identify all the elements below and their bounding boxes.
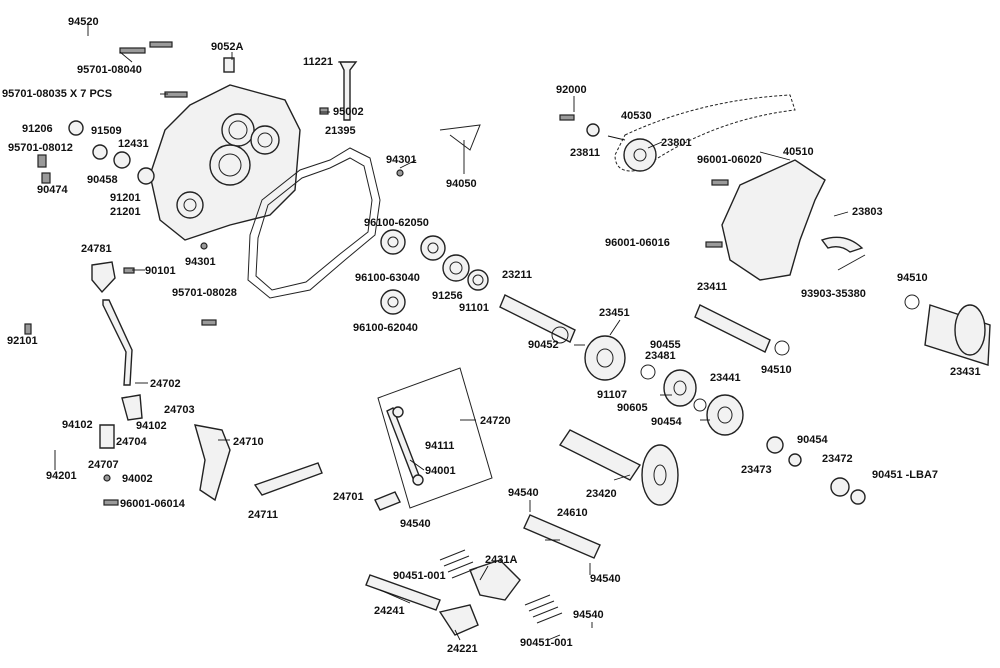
part-label: 23431	[950, 366, 981, 378]
shift-forks	[374, 491, 563, 636]
drive-chain	[614, 94, 796, 172]
part-label: 24781	[81, 243, 112, 255]
part-label: 90101	[145, 265, 176, 277]
part-label: 24711	[248, 509, 278, 521]
part-label: 91201	[110, 192, 141, 204]
part-label: 2431A	[485, 554, 518, 566]
part-label: 94102	[136, 420, 167, 432]
part-label: 91206	[22, 123, 53, 135]
part-label: 94002	[122, 473, 153, 485]
part-label: 40530	[621, 110, 652, 122]
part-label: 23420	[586, 488, 617, 500]
part-label: 96100-62040	[353, 322, 418, 334]
part-label: 23451	[599, 307, 630, 319]
part-label: 94301	[386, 154, 417, 166]
part-label: 23811	[570, 147, 600, 159]
part-label: 94540	[573, 609, 604, 621]
part-label: 90451 -LBA7	[872, 469, 939, 481]
part-label: 94050	[446, 178, 477, 190]
part-label: 23803	[852, 206, 883, 218]
part-label: 24241	[374, 605, 405, 617]
part-label: 94520	[68, 16, 99, 28]
part-label: 90451-001	[393, 570, 446, 582]
part-label: 94301	[185, 256, 216, 268]
part-label: 23472	[822, 453, 853, 465]
shift-linkage	[91, 261, 323, 502]
part-label: 94102	[62, 419, 93, 431]
part-label: 95701-08035 X 7 PCS	[2, 88, 113, 100]
part-label: 90452	[528, 339, 559, 351]
part-label: 23473	[741, 464, 772, 476]
part-label: 24710	[233, 436, 264, 448]
chain-cover	[721, 159, 826, 281]
part-label: 90458	[87, 174, 118, 186]
part-label: 92000	[556, 84, 587, 96]
part-label: 23411	[697, 281, 727, 293]
part-label: 90605	[617, 402, 648, 414]
part-label: 94111	[425, 440, 455, 452]
part-label: 12431	[118, 138, 149, 150]
part-label: 23211	[502, 269, 532, 281]
part-label: 11221	[303, 56, 333, 68]
part-label: 91256	[432, 290, 463, 302]
kick-lever	[338, 61, 358, 121]
part-label: 24703	[164, 404, 195, 416]
part-label: 95701-08040	[77, 64, 142, 76]
fasteners	[24, 41, 866, 506]
part-label: 23801	[661, 137, 692, 149]
part-label: 24707	[88, 459, 119, 471]
part-label: 90474	[37, 184, 68, 196]
shift-assembly-box	[377, 367, 493, 509]
part-label: 95002	[333, 106, 364, 118]
part-label: 23441	[710, 372, 741, 384]
crankcase-cover	[149, 84, 301, 241]
part-label: 24701	[333, 491, 364, 503]
part-label: 91107	[597, 389, 627, 401]
part-label: 93903-35380	[801, 288, 866, 300]
part-label: 96001-06014	[120, 498, 185, 510]
part-label: 91509	[91, 125, 122, 137]
part-label: 24720	[480, 415, 511, 427]
part-label: 21201	[110, 206, 141, 218]
cover-gasket	[247, 147, 381, 299]
part-label: 95701-08012	[8, 142, 73, 154]
part-label: 90454	[797, 434, 828, 446]
part-label: 96100-63040	[355, 272, 420, 284]
part-label: 24704	[116, 436, 147, 448]
part-label: 24702	[150, 378, 181, 390]
part-label: 21395	[325, 125, 356, 137]
part-label: 96001-06016	[605, 237, 670, 249]
part-label: 94540	[400, 518, 431, 530]
part-label: 94510	[761, 364, 792, 376]
part-label: 90454	[651, 416, 682, 428]
part-label: 95701-08028	[172, 287, 237, 299]
part-label: 94540	[508, 487, 539, 499]
part-label: 23481	[645, 350, 676, 362]
part-label: 91101	[459, 302, 489, 314]
part-label: 94201	[46, 470, 77, 482]
bearings	[380, 229, 489, 315]
part-label: 96001-06020	[697, 154, 762, 166]
part-label: 24221	[447, 643, 478, 655]
part-label: 94540	[590, 573, 621, 585]
part-label: 94001	[425, 465, 456, 477]
part-label: 92101	[7, 335, 38, 347]
part-label: 9052A	[211, 41, 244, 53]
gears	[551, 294, 986, 506]
part-label: 90455	[650, 339, 681, 351]
part-label: 40510	[783, 146, 814, 158]
part-label: 90451-001	[520, 637, 573, 649]
part-label: 24610	[557, 507, 588, 519]
leader-lines	[87, 24, 849, 641]
part-label: 94510	[897, 272, 928, 284]
part-label: 96100-62050	[364, 217, 429, 229]
